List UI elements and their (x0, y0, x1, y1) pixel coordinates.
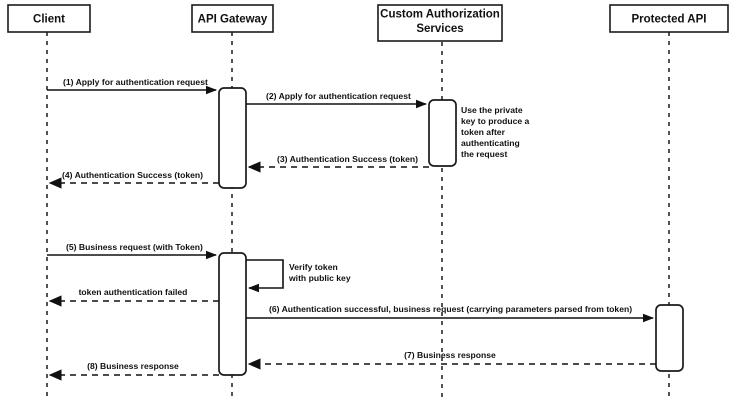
message-5[interactable]: (5) Business request (with Token) (47, 242, 218, 260)
participant-header-api-gateway[interactable]: API Gateway (191, 4, 274, 33)
message-2-label: (2) Apply for authentication request (266, 91, 411, 101)
message-4-label: (4) Authentication Success (token) (62, 170, 203, 180)
lifelines-group (46, 32, 670, 398)
self-message-verify-token[interactable]: Verify token with public key (246, 259, 351, 293)
participant-box-api-gateway (191, 4, 274, 33)
message-7-label: (7) Business response (404, 350, 496, 360)
activation-boxes-group (218, 87, 684, 376)
participant-box-custom-authorization-services (377, 4, 503, 42)
message-1[interactable]: (1) Apply for authentication request (47, 77, 218, 95)
note-private-key-line-5: the request (461, 149, 507, 159)
participant-label-api-gateway: API Gateway (198, 14, 268, 26)
message-8-label: (8) Business response (87, 361, 179, 371)
message-3-label: (3) Authentication Success (token) (277, 154, 418, 164)
message-3[interactable]: (3) Authentication Success (token) (247, 154, 429, 173)
message-6[interactable]: (6) Authentication successful, business … (246, 304, 655, 323)
self-message-verify-token-label-line1: Verify token (289, 262, 338, 272)
note-private-key: Use the private key to produce a token a… (461, 105, 530, 159)
message-8[interactable]: (8) Business response (48, 361, 219, 381)
message-2[interactable]: (2) Apply for authentication request (246, 91, 428, 109)
participant-label-protected-api: Protected API (632, 14, 707, 26)
note-private-key-line-4: authenticating (461, 138, 520, 148)
participant-header-protected-api[interactable]: Protected API (609, 4, 729, 33)
participant-label-client: Client (33, 14, 65, 26)
participant-header-client[interactable]: Client (7, 4, 91, 33)
message-7[interactable]: (7) Business response (247, 350, 656, 370)
message-token-authentication-failed[interactable]: token authentication failed (48, 287, 219, 307)
note-private-key-line-2: key to produce a (461, 116, 530, 126)
message-6-label: (6) Authentication successful, business … (269, 304, 632, 314)
note-private-key-line-3: token after (461, 127, 506, 137)
message-1-label: (1) Apply for authentication request (63, 77, 208, 87)
message-4[interactable]: (4) Authentication Success (token) (48, 170, 219, 189)
activation-box-custom-authorization-services[interactable] (428, 99, 457, 167)
activation-box-api-gateway-auth[interactable] (218, 87, 247, 189)
participant-box-client (7, 4, 91, 33)
message-5-label: (5) Business request (with Token) (66, 242, 203, 252)
note-private-key-line-1: Use the private (461, 105, 523, 115)
message-token-authentication-failed-label: token authentication failed (79, 287, 188, 297)
participant-label-custom-authorization-services-line1: Custom Authorization (380, 9, 500, 21)
participant-box-protected-api (609, 4, 729, 33)
self-message-verify-token-arrow (246, 259, 284, 293)
activation-box-protected-api[interactable] (655, 304, 684, 372)
activation-box-api-gateway-business[interactable] (218, 252, 247, 376)
participant-label-custom-authorization-services-line2: Services (416, 23, 463, 35)
participant-header-custom-authorization-services[interactable]: Custom Authorization Services (377, 4, 503, 42)
self-message-verify-token-label-line2: with public key (288, 273, 351, 283)
